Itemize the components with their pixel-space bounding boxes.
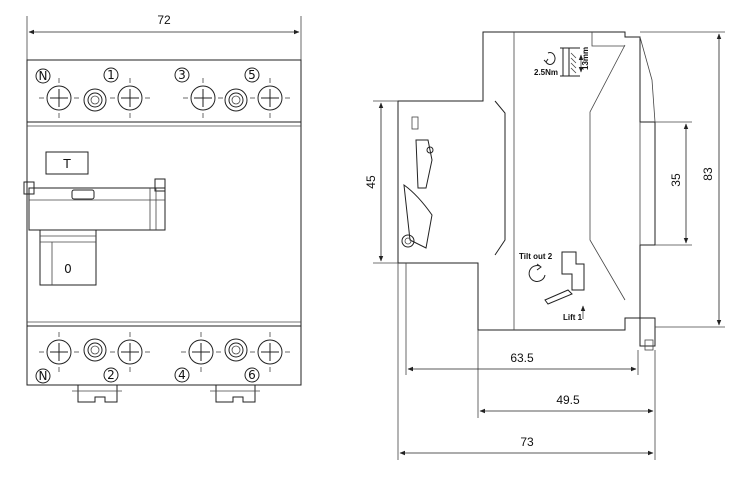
bottom-terminal-label: 4 (178, 368, 186, 382)
dim-45-label: 45 (364, 175, 378, 189)
mounting-instruction: Tilt out 2 Lift 1 (519, 251, 586, 322)
indicator-window: 0 (39, 229, 97, 286)
torque-label: 2.5Nm (534, 68, 558, 77)
front-width-label: 72 (157, 13, 171, 27)
dim-83: 83 (640, 31, 725, 328)
top-terminal-label: 1 (107, 68, 115, 82)
top-terminal-label: 5 (248, 68, 256, 82)
dim-73: 73 (399, 435, 654, 456)
din-clip-right (210, 385, 260, 403)
top-terminal-label: N (39, 69, 48, 83)
bottom-terminal-label: 6 (248, 368, 256, 382)
dim-49-5-label: 49.5 (556, 393, 580, 407)
test-button-symbol: T (62, 157, 71, 171)
front-view: 72 N 1 3 5 T (23, 13, 302, 403)
front-outline (26, 59, 302, 386)
dim-45: 45 (364, 100, 398, 264)
dim-83-label: 83 (701, 167, 715, 181)
dim-35: 35 (655, 121, 692, 246)
bottom-terminal-label: N (39, 369, 48, 383)
bottom-terminal-block: N 2 4 6 (35, 331, 291, 384)
operating-handle (23, 178, 166, 231)
dim-73-label: 73 (520, 435, 534, 449)
dim-49-5: 49.5 (479, 393, 654, 414)
dim-35-label: 35 (669, 173, 683, 187)
front-width-dimension: 72 (26, 13, 302, 60)
side-view: 2.5Nm 13mm Tilt out 2 Lift 1 45 35 (364, 31, 725, 460)
indicator-symbol: 0 (64, 262, 72, 276)
side-handle (401, 116, 434, 249)
screw-depth-label: 13mm (581, 47, 590, 70)
din-clip-left (72, 385, 122, 403)
dim-63-5: 63.5 (407, 351, 637, 372)
lift-label: Lift 1 (563, 313, 583, 322)
test-button: T (45, 151, 89, 175)
dim-63-5-label: 63.5 (510, 351, 534, 365)
top-terminal-block: N 1 3 5 (35, 67, 291, 119)
bottom-terminal-label: 2 (107, 368, 115, 382)
torque-symbol: 2.5Nm 13mm (534, 47, 590, 77)
side-outline (397, 31, 656, 331)
tilt-out-label: Tilt out 2 (519, 252, 553, 261)
top-terminal-label: 3 (178, 68, 186, 82)
